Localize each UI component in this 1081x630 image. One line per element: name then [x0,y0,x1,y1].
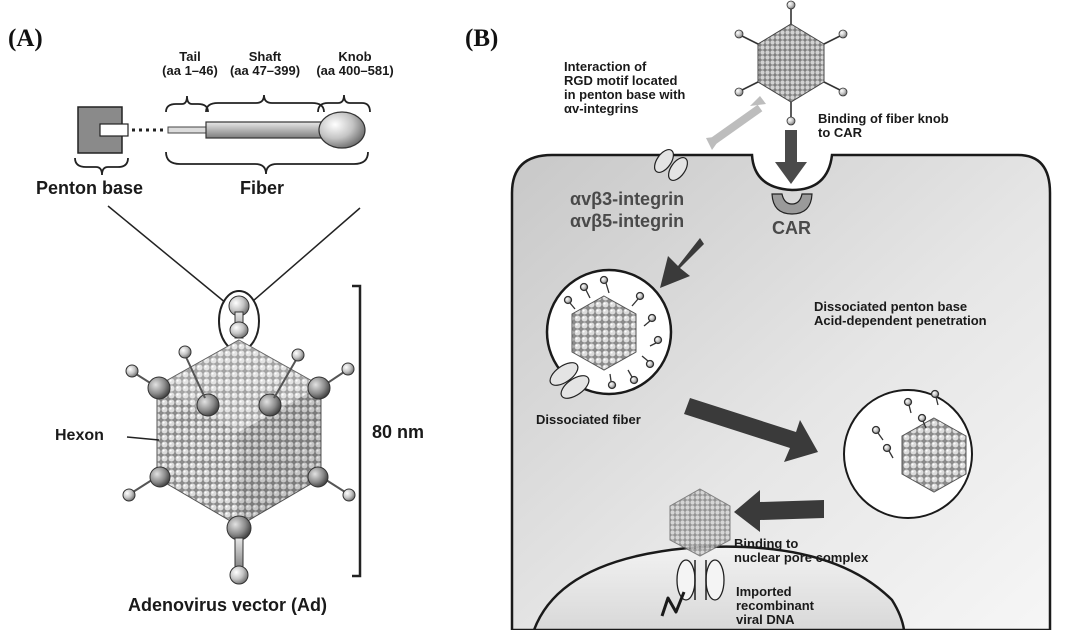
knob-label: Knob (aa 400–581) [306,50,404,78]
hexon-label: Hexon [55,427,104,444]
zoom-line-left [108,206,232,308]
fiber-knob-shape [319,112,365,148]
panel-b-label: (B) [465,25,498,53]
knob-brace [318,95,370,112]
dissociated-fiber-label: Dissociated fiber [536,413,641,427]
fiber-shaft-shape [206,122,322,138]
nuclear-pore-text: Binding to nuclear pore complex [734,537,868,565]
knob-name: Knob [306,50,404,64]
penton-base-brace [75,158,128,175]
tail-range: (aa 1–46) [160,64,220,78]
integrin-labels: αvβ3-integrin αvβ5-integrin [570,188,684,232]
pore-line-2: nuclear pore complex [734,551,868,565]
penton-base-icon [78,107,128,153]
size-label: 80 nm [372,423,424,442]
incoming-virus-icon [735,1,847,125]
dna-line-1: Imported [736,585,814,599]
penton-base-label: Penton base [36,179,143,198]
car-label: CAR [772,219,811,238]
dna-line-3: viral DNA [736,613,814,627]
zoom-line-right [245,208,360,308]
binding-line-1: Binding of fiber knob [818,112,949,126]
shaft-range: (aa 47–399) [222,64,308,78]
fiber-label: Fiber [240,179,284,198]
rgd-line-2: RGD motif located [564,74,685,88]
tail-label: Tail (aa 1–46) [160,50,220,78]
shaft-name: Shaft [222,50,308,64]
rgd-interaction-text: Interaction of RGD motif located in pent… [564,60,685,116]
car-binding-arrow [775,130,807,184]
rgd-line-4: αv-integrins [564,102,685,116]
hexon-pointer [127,437,159,440]
rgd-line-3: in penton base with [564,88,685,102]
panel-a [75,95,370,584]
integrin-interaction-arrow [706,96,766,150]
tail-brace [166,96,208,112]
rgd-line-1: Interaction of [564,60,685,74]
integrin-beta5-label: αvβ5-integrin [570,210,684,232]
endosome-2 [844,390,972,518]
tail-name: Tail [160,50,220,64]
figure-caption: Adenovirus vector (Ad) [128,596,327,615]
knob-range: (aa 400–581) [306,64,404,78]
fiber-brace [166,152,368,174]
fiber-tail-shape [168,127,206,133]
penton-line-2: Acid-dependent penetration [814,314,987,328]
shaft-label: Shaft (aa 47–399) [222,50,308,78]
panel-a-label: (A) [8,25,43,53]
adenovirus-capsid [157,340,321,526]
imported-dna-text: Imported recombinant viral DNA [736,585,814,627]
size-bracket [352,286,360,576]
pore-line-1: Binding to [734,537,868,551]
binding-line-2: to CAR [818,126,949,140]
shaft-brace [206,95,324,112]
dissociated-penton-text: Dissociated penton base Acid-dependent p… [814,300,987,328]
penton-line-1: Dissociated penton base [814,300,987,314]
integrin-beta3-label: αvβ3-integrin [570,188,684,210]
fiber-car-binding-text: Binding of fiber knob to CAR [818,112,949,140]
dna-line-2: recombinant [736,599,814,613]
